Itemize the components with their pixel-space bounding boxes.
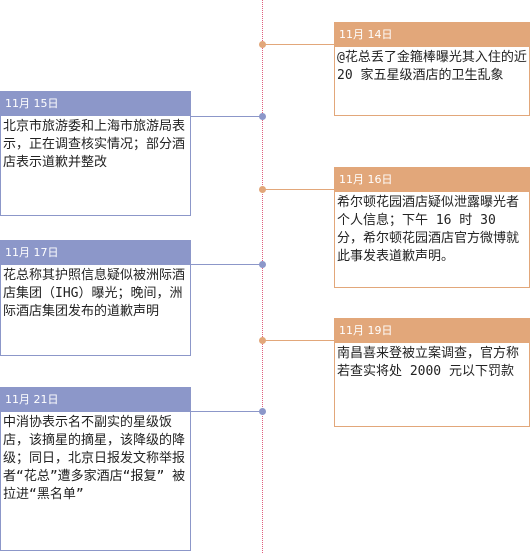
connector-line	[191, 264, 262, 265]
event-card: 11月 16日 希尔顿花园酒店疑似泄露曝光者个人信息；下午 16 时 30 分，…	[334, 167, 530, 288]
event-description: 北京市旅游委和上海市旅游局表示，正在调查核实情况；部分酒店表示道歉并整改	[1, 116, 190, 215]
timeline-dot	[259, 41, 266, 48]
connector-line	[262, 189, 334, 190]
connector-line	[262, 44, 334, 45]
event-description: 花总称其护照信息疑似被洲际酒店集团（IHG）曝光；晚间，洲际酒店集团发布的道歉声…	[1, 265, 190, 355]
event-card: 11月 14日 @花总丢了金箍棒曝光其入住的近 20 家五星级酒店的卫生乱象	[334, 22, 530, 116]
timeline-dot	[259, 337, 266, 344]
timeline-dot	[259, 408, 266, 415]
connector-line	[191, 411, 262, 412]
connector-line	[262, 340, 334, 341]
event-date: 11月 17日	[1, 241, 190, 265]
event-date: 11月 14日	[335, 23, 529, 47]
connector-line	[191, 116, 262, 117]
event-description: 希尔顿花园酒店疑似泄露曝光者个人信息；下午 16 时 30 分，希尔顿花园酒店官…	[335, 192, 529, 287]
event-date: 11月 19日	[335, 319, 529, 343]
timeline-dot	[259, 113, 266, 120]
event-date: 11月 15日	[1, 92, 190, 116]
timeline-dot	[259, 261, 266, 268]
event-description: @花总丢了金箍棒曝光其入住的近 20 家五星级酒店的卫生乱象	[335, 47, 529, 115]
event-description: 中消协表示名不副实的星级饭店，该摘星的摘星，该降级的降级；同日，北京日报发文称举…	[1, 412, 190, 550]
timeline-axis	[262, 0, 263, 553]
event-date: 11月 16日	[335, 168, 529, 192]
event-date: 11月 21日	[1, 388, 190, 412]
event-card: 11月 15日 北京市旅游委和上海市旅游局表示，正在调查核实情况；部分酒店表示道…	[0, 91, 191, 216]
timeline-dot	[259, 186, 266, 193]
event-card: 11月 19日 南昌喜来登被立案调查，官方称若查实将处 2000 元以下罚款	[334, 318, 530, 427]
event-description: 南昌喜来登被立案调查，官方称若查实将处 2000 元以下罚款	[335, 343, 529, 426]
event-card: 11月 21日 中消协表示名不副实的星级饭店，该摘星的摘星，该降级的降级；同日，…	[0, 387, 191, 551]
event-card: 11月 17日 花总称其护照信息疑似被洲际酒店集团（IHG）曝光；晚间，洲际酒店…	[0, 240, 191, 356]
